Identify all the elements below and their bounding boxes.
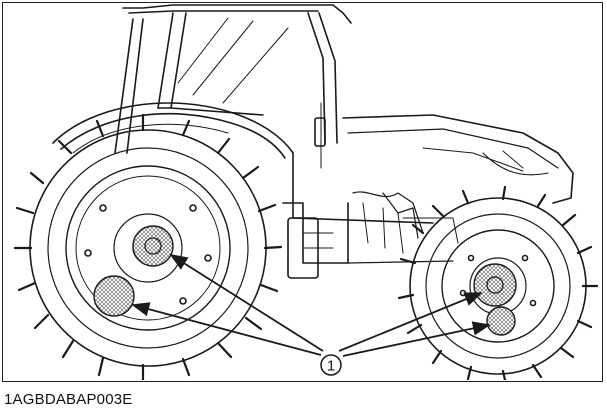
rear-axle-hub-highlight (132, 225, 174, 267)
front-axle-hub-highlight (473, 263, 517, 307)
tractor-illustration: 1 (13, 4, 599, 380)
cab (114, 4, 352, 169)
figure-code: 1AGBDABAP003E (4, 391, 133, 408)
front-wheel (397, 185, 599, 380)
rear-wheel-hub-lower-highlight (93, 275, 135, 317)
tractor-illustration-frame: 1 (2, 2, 603, 382)
callout-number: 1 (327, 358, 335, 375)
rear-fender (52, 102, 294, 159)
front-wheel-hub-lower-highlight (486, 306, 516, 336)
callout-1: 1 (320, 354, 342, 376)
hood (282, 114, 574, 279)
callout-leaders (131, 254, 491, 357)
